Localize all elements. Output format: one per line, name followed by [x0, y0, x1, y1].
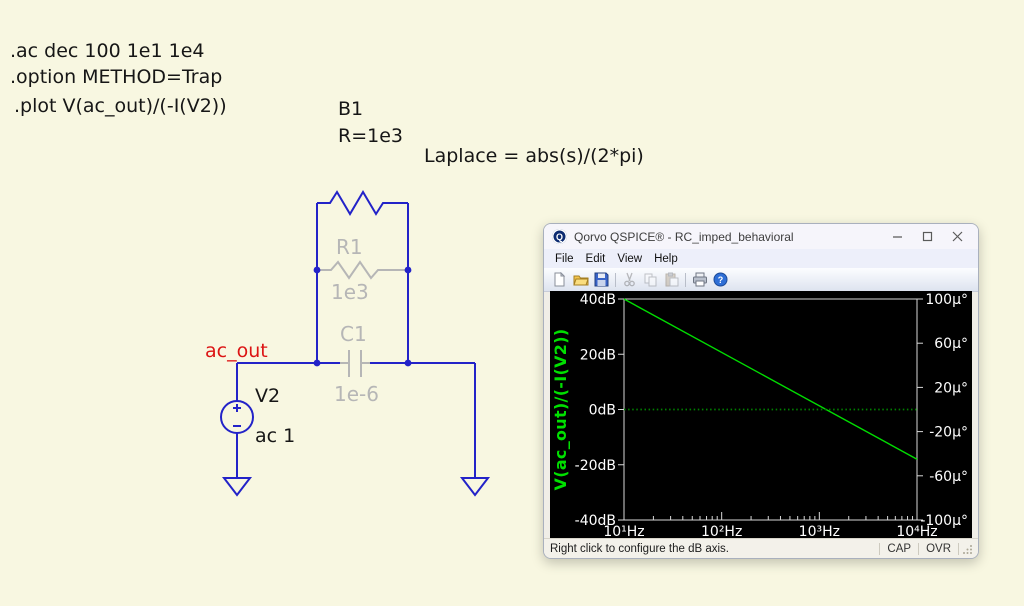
directive-ac[interactable]: .ac dec 100 1e1 1e4	[10, 40, 205, 62]
junction-dot	[404, 359, 412, 367]
x-tick-label: 10²Hz	[701, 524, 742, 538]
paste-icon[interactable]	[663, 271, 680, 288]
close-button[interactable]	[942, 226, 972, 247]
cut-icon[interactable]	[621, 271, 638, 288]
c1-capacitor-symbol[interactable]	[340, 350, 370, 377]
print-icon[interactable]	[691, 271, 708, 288]
left-tick-label: 20dB	[580, 347, 616, 363]
v2-value[interactable]: ac 1	[255, 425, 296, 447]
titlebar[interactable]: Q Qorvo QSPICE® - RC_imped_behavioral	[544, 224, 978, 249]
x-tick-label: 10¹Hz	[603, 524, 644, 538]
b1-resistor-symbol[interactable]	[317, 190, 408, 216]
right-tick-label: 100µ°	[925, 292, 968, 308]
x-tick-label: 10⁴Hz	[896, 524, 937, 538]
directive-plot[interactable]: .plot V(ac_out)/(-I(V2))	[14, 95, 227, 117]
menu-view[interactable]: View	[617, 252, 643, 265]
menu-file[interactable]: File	[555, 252, 574, 265]
ground-left-icon[interactable]	[221, 477, 253, 497]
open-folder-icon[interactable]	[572, 271, 589, 288]
minimize-button[interactable]	[882, 226, 912, 247]
directive-option[interactable]: .option METHOD=Trap	[10, 66, 223, 88]
ground-right-icon[interactable]	[459, 477, 491, 497]
menubar: File Edit View Help	[544, 249, 978, 268]
left-tick-label: 40dB	[580, 292, 616, 308]
status-message: Right click to configure the dB axis.	[550, 542, 729, 555]
r1-value[interactable]: 1e3	[331, 280, 369, 304]
junction-dot	[313, 266, 321, 274]
save-icon[interactable]	[593, 271, 610, 288]
v2-name[interactable]: V2	[255, 385, 281, 407]
help-icon[interactable]: ?	[712, 271, 729, 288]
window-title: Qorvo QSPICE® - RC_imped_behavioral	[574, 229, 794, 244]
b1-name[interactable]: B1	[338, 98, 364, 120]
maximize-icon	[922, 231, 932, 242]
copy-icon[interactable]	[642, 271, 659, 288]
resize-grip[interactable]	[963, 544, 973, 554]
r1-name[interactable]: R1	[336, 235, 363, 259]
toolbar: ?	[544, 268, 978, 292]
b1-expression[interactable]: Laplace = abs(s)/(2*pi)	[424, 145, 644, 167]
right-tick-label: -20µ°	[929, 425, 968, 441]
svg-text:?: ?	[718, 275, 724, 285]
status-ovr-indicator: OVR	[918, 542, 959, 555]
right-tick-label: 20µ°	[934, 380, 968, 396]
close-icon	[952, 231, 962, 242]
junction-dot	[404, 266, 412, 274]
plot-canvas[interactable]: 40dB 20dB 0dB -20dB -40dB 100µ° 60µ° 20µ° -20µ° -…	[550, 291, 972, 540]
toolbar-separator	[685, 272, 686, 287]
toolbar-separator	[615, 272, 616, 287]
b1-value[interactable]: R=1e3	[338, 125, 403, 147]
menu-help[interactable]: Help	[654, 252, 678, 265]
axis-box	[623, 298, 918, 521]
qorvo-logo-icon: Q	[552, 229, 567, 244]
right-tick-label: -60µ°	[929, 469, 968, 485]
v2-source-symbol[interactable]	[220, 363, 254, 478]
c1-name[interactable]: C1	[340, 322, 367, 346]
left-tick-label: -20dB	[575, 458, 616, 474]
right-tick-label: -100µ°	[920, 513, 968, 529]
net-label-acout[interactable]: ac_out	[205, 340, 268, 362]
c1-value[interactable]: 1e-6	[334, 382, 379, 406]
trace-magnitude	[623, 298, 918, 460]
r1-resistor-symbol[interactable]	[317, 260, 408, 280]
maximize-button[interactable]	[912, 226, 942, 247]
right-tick-label: 60µ°	[934, 336, 968, 352]
left-tick-label: 0dB	[589, 403, 616, 419]
qspice-plot-window: Q Qorvo QSPICE® - RC_imped_behavioral Fi…	[543, 223, 979, 559]
left-tick-label: -40dB	[575, 513, 616, 529]
statusbar: Right click to configure the dB axis. CA…	[544, 538, 978, 558]
minimize-icon	[892, 236, 902, 238]
status-cap-indicator: CAP	[879, 542, 918, 555]
new-file-icon[interactable]	[551, 271, 568, 288]
x-tick-label: 10³Hz	[799, 524, 840, 538]
plot-ylabel: V(ac_out)/(-I(V2))	[551, 329, 570, 491]
junction-dot	[313, 359, 321, 367]
menu-edit[interactable]: Edit	[585, 252, 606, 265]
